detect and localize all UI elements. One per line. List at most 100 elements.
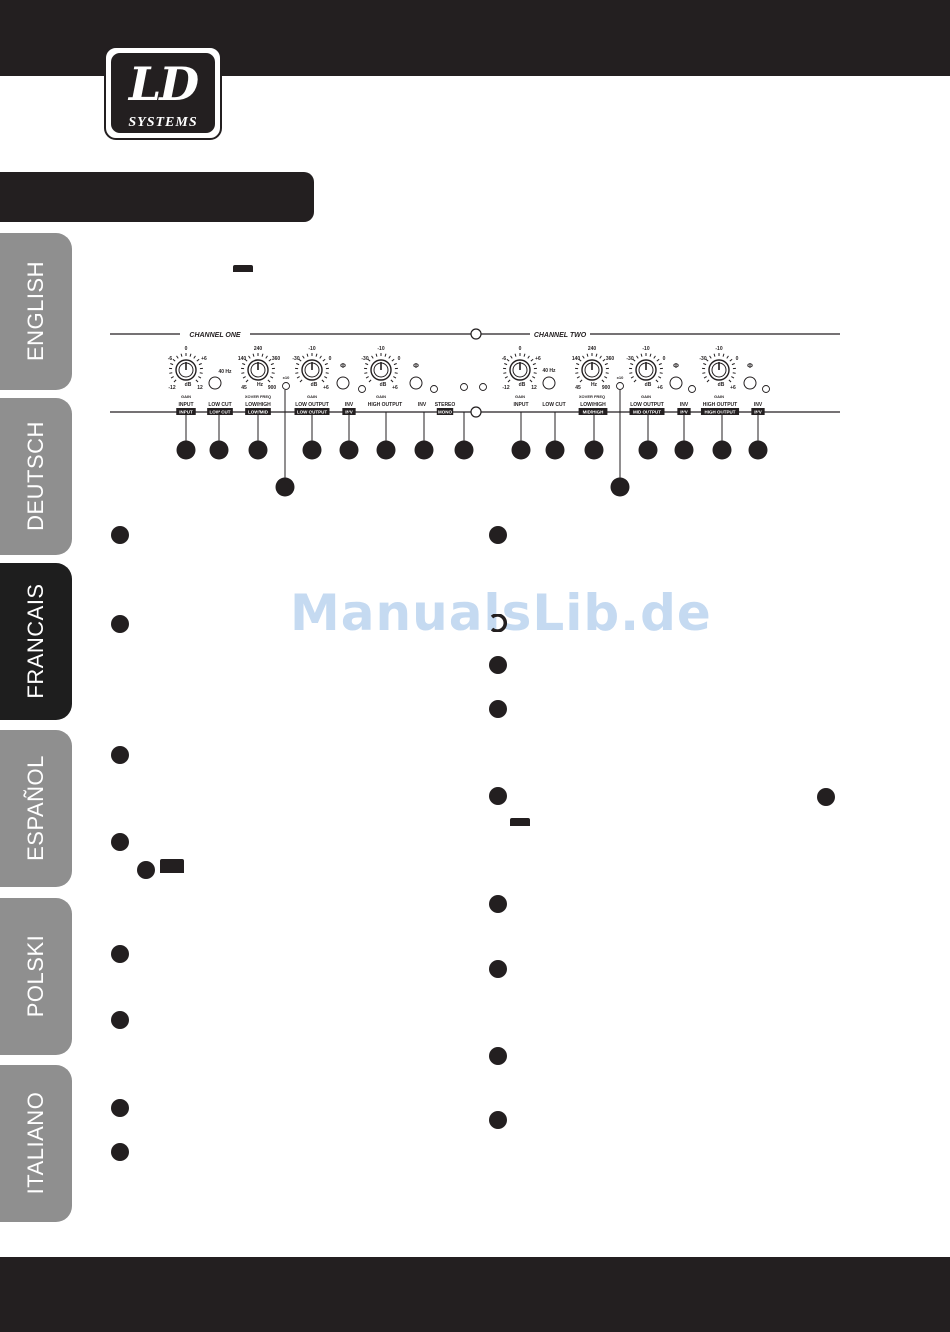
knob-scale-max: 900 [602, 385, 611, 391]
bullet-17 [489, 1111, 507, 1129]
bullet-16 [489, 1047, 507, 1065]
channel-two-label: CHANNEL TWO [534, 332, 587, 339]
ch1-high-led [430, 385, 438, 393]
knob-scale-min: 45 [241, 385, 247, 391]
ch2-high-gain-knob[interactable] [702, 353, 736, 383]
ch1-low-gain-knob[interactable] [295, 353, 329, 383]
logo-systems-text: SYSTEMS [128, 115, 198, 130]
ch2-label-plate [578, 408, 608, 415]
ch1-x10-label: x10 [283, 375, 290, 380]
knob-scale-min: -12 [168, 385, 175, 391]
ld-systems-logo: LD SYSTEMS [104, 46, 222, 140]
bullet-6 [111, 1011, 129, 1029]
bullet-2 [111, 615, 129, 633]
ch2-low-cut-switch[interactable] [542, 376, 556, 390]
ch2-section-label: LOW/HIGH [580, 402, 606, 408]
ch2-x10-led [616, 382, 624, 390]
stereo-led [460, 383, 468, 391]
bullet-4 [111, 833, 129, 851]
callout-marker [712, 440, 732, 460]
ch1-xover-caption: XOVER FREQ [245, 394, 271, 399]
watermark: ManualsLib.de [290, 584, 712, 642]
ch2-xover-knob[interactable] [575, 353, 609, 383]
ch2-section-label: LOW CUT [542, 402, 565, 408]
knob-scale-right: 0 [736, 356, 739, 362]
tab-polski-label: POLSKI [23, 934, 48, 1018]
knob-scale-right: 0 [398, 356, 401, 362]
bullet-13-ref [817, 788, 835, 806]
bullet-12 [489, 700, 507, 718]
ch1-high-phase: Φ [413, 363, 419, 370]
callout-marker [414, 440, 434, 460]
ch2-mid-led [688, 385, 696, 393]
knob-scale-top: -10 [642, 346, 649, 352]
tab-english[interactable]: ENGLISH [0, 233, 72, 390]
ch1-high-inv-switch[interactable] [409, 376, 423, 390]
knob-scale-unit: dB [380, 382, 387, 388]
tab-espanol-label: ESPAÑOL [23, 755, 48, 861]
tab-italiano[interactable]: ITALIANO [0, 1065, 72, 1222]
ch1-section-label: HIGH OUTPUT [368, 402, 402, 408]
ch2-input-gain-knob[interactable] [503, 353, 537, 383]
ch2-mid-inv-switch[interactable] [669, 376, 683, 390]
ch2-xover-caption: XOVER FREQ [579, 394, 605, 399]
knob-scale-left: -30 [626, 356, 633, 362]
bullet-11 [489, 656, 507, 674]
bullet-8 [111, 1143, 129, 1161]
tab-deutsch[interactable]: DEUTSCH [0, 398, 72, 555]
knob-scale-top: 240 [588, 346, 597, 352]
knob-scale-left: -30 [361, 356, 368, 362]
ch2-x10-callout [610, 477, 630, 497]
knob-scale-right: 360 [606, 356, 615, 362]
callout-marker [638, 440, 658, 460]
ch1-section-label: INV [418, 402, 427, 408]
ch1-x10-callout [275, 477, 295, 497]
callout-marker [748, 440, 768, 460]
bullet-1 [111, 526, 129, 544]
ch1-input-gain-knob[interactable] [169, 353, 203, 383]
ch2-high-inv-switch[interactable] [743, 376, 757, 390]
callout-marker [454, 440, 474, 460]
callout-marker [248, 440, 268, 460]
ch2-mid-gain-knob[interactable] [629, 353, 663, 383]
ch1-high-gain-knob[interactable] [364, 353, 398, 383]
ch1-label-plate [207, 408, 233, 415]
button-symbol [160, 859, 184, 873]
tab-polski[interactable]: POLSKI [0, 898, 72, 1055]
tab-espanol[interactable]: ESPAÑOL [0, 730, 72, 887]
knob-scale-right: +6 [535, 356, 541, 362]
knob-scale-top: -10 [308, 346, 315, 352]
callout-marker [376, 440, 396, 460]
footer-band [0, 1257, 950, 1332]
knob-scale-left: -6 [168, 356, 173, 362]
ch2-x10-label: x10 [617, 375, 624, 380]
bullet-4-ref [137, 861, 155, 879]
ch2-label-plate-text: MID OUTPUT [633, 410, 661, 415]
ch1-section-label: LOW/HIGH [245, 402, 271, 408]
ch1-low-phase: Φ [340, 363, 346, 370]
ch1-x10-led [282, 382, 290, 390]
bullet-14 [489, 895, 507, 913]
callout-marker [209, 440, 229, 460]
rack-screw-top [470, 328, 482, 340]
knob-scale-max: 12 [197, 385, 203, 391]
knob-scale-right: +6 [201, 356, 207, 362]
ch2-label-plate [677, 408, 691, 415]
ch2-high-led [762, 385, 770, 393]
ch1-low-gain-caption: GAIN [307, 394, 317, 399]
knob-scale-max: +6 [392, 385, 398, 391]
ch2-high-phase: Φ [747, 363, 753, 370]
ch2-label-plate [629, 408, 665, 415]
mono-led [479, 383, 487, 391]
ch1-low-cut-switch[interactable] [208, 376, 222, 390]
ch1-low-inv-switch[interactable] [336, 376, 350, 390]
tab-deutsch-label: DEUTSCH [23, 421, 48, 531]
ch2-label-plate [751, 408, 765, 415]
knob-scale-min: 45 [575, 385, 581, 391]
ch1-xover-knob[interactable] [241, 353, 275, 383]
ch1-high-gain-caption: GAIN [376, 394, 386, 399]
tab-francais[interactable]: FRANCAIS [0, 563, 72, 720]
knob-scale-right: 360 [272, 356, 281, 362]
knob-scale-top: 240 [254, 346, 263, 352]
